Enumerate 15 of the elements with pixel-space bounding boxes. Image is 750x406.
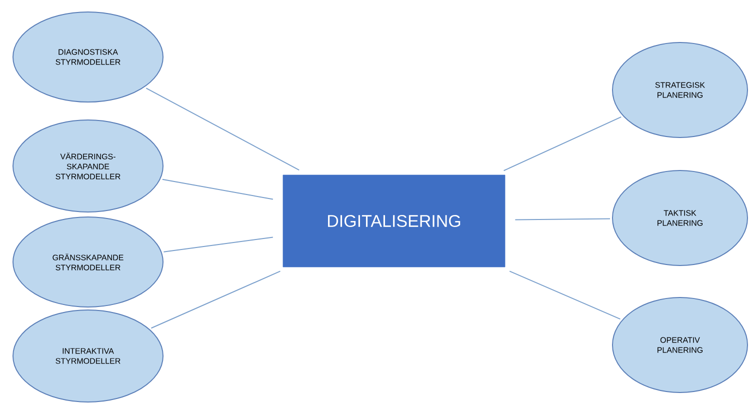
ellipse-node: STRATEGISK PLANERING [612,42,748,138]
connector-line [509,270,621,320]
ellipse-node: TAKTISK PLANERING [612,170,748,266]
connector-line [146,88,300,171]
connector-line [162,178,274,200]
connector-line [163,236,274,252]
ellipse-node: VÄRDERINGS- SKAPANDE STYRMODELLER [12,120,164,212]
connector-line [514,218,610,220]
central-box: DIGITALISERING [282,174,506,268]
ellipse-node: DIAGNOSTISKA STYRMODELLER [12,12,164,102]
ellipse-node: OPERATIV PLANERING [612,296,748,393]
connector-line [150,270,281,329]
connector-line [503,116,622,172]
ellipse-node: GRÄNSSKAPANDE STYRMODELLER [12,216,164,308]
ellipse-node: INTERAKTIVA STYRMODELLER [12,309,164,402]
